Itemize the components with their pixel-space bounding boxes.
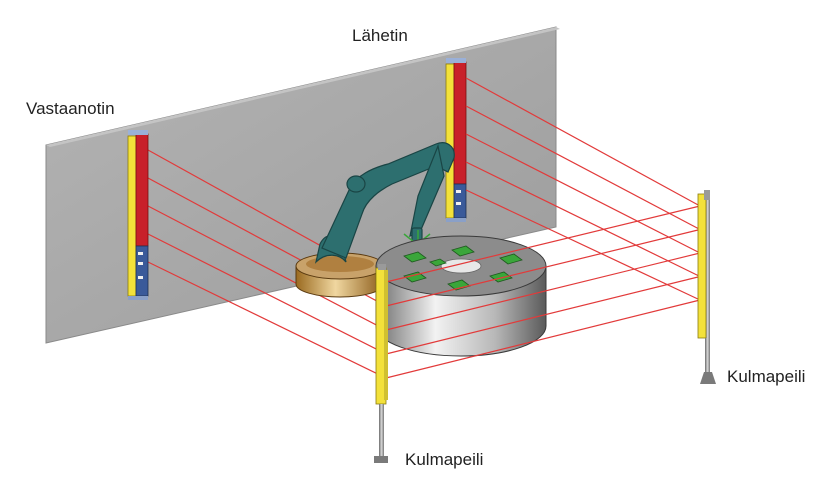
corner-mirror-front [374, 264, 388, 463]
receiver-column [127, 130, 149, 300]
beam-transmitter-to-right-mirror [465, 161, 701, 278]
corner-mirror-front-label: Kulmapeili [405, 450, 484, 469]
robot-arm [314, 142, 455, 264]
beam-transmitter-to-right-mirror [465, 77, 701, 207]
beam-right-mirror-to-front-mirror [385, 228, 701, 307]
receiver-label: Vastaanotin [26, 99, 115, 118]
beam-transmitter-to-right-mirror [465, 189, 701, 301]
beam-right-mirror-to-front-mirror [385, 205, 701, 283]
transmitter-column [445, 58, 467, 222]
feeder-drum [295, 252, 385, 298]
corner-mirror-right-label: Kulmapeili [727, 367, 806, 386]
beam-transmitter-to-right-mirror [465, 133, 701, 254]
transmitter-label: Lähetin [352, 26, 408, 45]
beam-right-mirror-to-front-mirror [385, 252, 701, 331]
corner-mirror-right [697, 190, 716, 384]
beam-transmitter-to-right-mirror [465, 105, 701, 231]
beam-receiver-to-front-mirror [147, 205, 387, 331]
beam-receiver-to-front-mirror [147, 261, 387, 379]
beam-right-mirror-to-front-mirror [385, 275, 701, 355]
wall-panel [45, 26, 560, 344]
light-beams-front [385, 77, 701, 379]
workpieces [403, 245, 523, 291]
rotary-table [375, 235, 547, 357]
beam-right-mirror-to-front-mirror [385, 299, 701, 379]
beam-receiver-to-front-mirror [147, 233, 387, 355]
